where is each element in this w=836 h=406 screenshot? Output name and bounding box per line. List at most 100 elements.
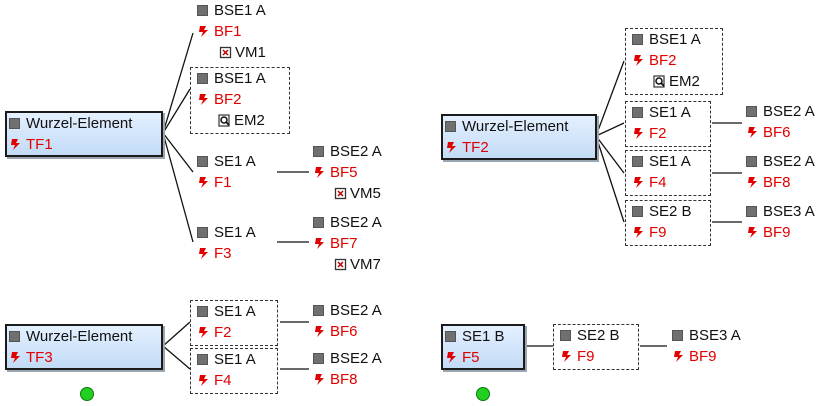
element-icon: [560, 330, 571, 341]
fault-icon: [446, 141, 459, 154]
node-se1a-f2-t2[interactable]: SE1 A F2: [625, 101, 711, 147]
node-code: BF8: [330, 371, 358, 388]
node-code: F2: [214, 324, 232, 341]
node-name: BSE2 A: [330, 214, 382, 231]
element-icon: [313, 217, 324, 228]
fault-icon: [747, 126, 760, 139]
node-name: BSE2 A: [330, 350, 382, 367]
magnifier-icon: [218, 114, 231, 127]
sub-item-vm1[interactable]: VM1: [216, 42, 266, 63]
node-bse2a-bf7[interactable]: BSE2 A BF7 VM7: [311, 212, 382, 275]
fault-icon: [198, 25, 211, 38]
element-icon: [632, 206, 643, 217]
fault-icon: [198, 247, 211, 260]
fault-icon: [633, 127, 646, 140]
element-icon: [197, 5, 208, 16]
node-name: Wurzel-Element: [462, 118, 569, 135]
node-name: BSE1 A: [214, 2, 266, 19]
node-name: BSE3 A: [763, 203, 815, 220]
element-icon: [632, 107, 643, 118]
node-code: TF2: [462, 139, 489, 156]
node-se1a-f1[interactable]: SE1 A F1: [195, 151, 256, 193]
node-se1a-f4-t2[interactable]: SE1 A F4: [625, 150, 711, 196]
fault-icon: [314, 325, 327, 338]
fault-icon: [10, 351, 23, 364]
status-indicator: [80, 387, 94, 401]
node-bse1a-bf2[interactable]: BSE1 A BF2 EM2: [190, 67, 290, 134]
node-name: SE1 A: [649, 153, 691, 170]
fault-icon: [633, 226, 646, 239]
node-code: TF1: [26, 136, 53, 153]
node-bse2a-bf6-t3[interactable]: BSE2 A BF6: [311, 300, 382, 342]
node-code: F1: [214, 174, 232, 191]
root-node-tf2[interactable]: Wurzel-Element TF2: [441, 114, 597, 160]
element-icon: [9, 118, 20, 129]
root-node-tf3[interactable]: Wurzel-Element TF3: [5, 324, 163, 370]
node-code: BF2: [214, 91, 242, 108]
fault-icon: [198, 176, 211, 189]
node-bse2a-bf8-t3[interactable]: BSE2 A BF8: [311, 348, 382, 390]
node-code: BF6: [763, 124, 791, 141]
node-code: F5: [462, 349, 480, 366]
node-bse1a-bf2-t2[interactable]: BSE1 A BF2 EM2: [625, 28, 723, 95]
node-se1a-f2-t3[interactable]: SE1 A F2: [190, 300, 278, 346]
node-code: BF9: [689, 348, 717, 365]
node-name: Wurzel-Element: [26, 115, 133, 132]
node-bse3a-bf9-t2[interactable]: BSE3 A BF9: [744, 201, 815, 243]
node-name: BSE1 A: [214, 70, 266, 87]
x-box-icon: [334, 258, 347, 271]
node-code: BF6: [330, 323, 358, 340]
fault-icon: [633, 176, 646, 189]
sub-label: EM2: [234, 112, 265, 129]
node-name: SE1 A: [214, 153, 256, 170]
element-icon: [746, 156, 757, 167]
node-code: F3: [214, 245, 232, 262]
node-bse3a-bf9-t4[interactable]: BSE3 A BF9: [670, 325, 741, 367]
node-se2b-f9-t4[interactable]: SE2 B F9: [553, 324, 639, 370]
fault-icon: [10, 138, 23, 151]
element-icon: [313, 305, 324, 316]
element-icon: [445, 121, 456, 132]
fault-icon: [633, 54, 646, 67]
node-se2b-f9-t2[interactable]: SE2 B F9: [625, 200, 711, 246]
node-name: BSE1 A: [649, 31, 701, 48]
node-bse2a-bf5[interactable]: BSE2 A BF5 VM5: [311, 141, 382, 204]
fault-icon: [446, 351, 459, 364]
node-se1a-f3[interactable]: SE1 A F3: [195, 222, 256, 264]
node-se1a-f4-t3[interactable]: SE1 A F4: [190, 348, 278, 394]
node-bse2a-bf6-t2[interactable]: BSE2 A BF6: [744, 101, 815, 143]
node-code: F9: [649, 224, 667, 241]
node-name: SE1 A: [214, 224, 256, 241]
node-bse2a-bf8-t2[interactable]: BSE2 A BF8: [744, 151, 815, 193]
node-code: BF1: [214, 23, 242, 40]
element-icon: [197, 73, 208, 84]
fault-icon: [198, 326, 211, 339]
node-code: TF3: [26, 349, 53, 366]
element-icon: [746, 206, 757, 217]
element-icon: [9, 331, 20, 342]
node-code: F9: [577, 348, 595, 365]
node-code: BF5: [330, 164, 358, 181]
fault-icon: [198, 93, 211, 106]
node-name: BSE2 A: [763, 153, 815, 170]
fault-icon: [314, 166, 327, 179]
element-icon: [632, 156, 643, 167]
node-name: BSE2 A: [330, 143, 382, 160]
node-code: BF7: [330, 235, 358, 252]
node-name: SE2 B: [649, 203, 692, 220]
node-bse1a-bf1[interactable]: BSE1 A BF1: [195, 0, 266, 42]
status-indicator: [476, 387, 490, 401]
root-node-f5[interactable]: SE1 B F5: [441, 324, 525, 370]
node-code: F4: [214, 372, 232, 389]
element-icon: [313, 146, 324, 157]
node-name: SE2 B: [577, 327, 620, 344]
node-name: SE1 A: [214, 303, 256, 320]
sub-label: VM1: [235, 44, 266, 61]
magnifier-icon: [653, 75, 666, 88]
x-box-icon: [219, 46, 232, 59]
root-node-tf1[interactable]: Wurzel-Element TF1: [5, 111, 163, 157]
element-icon: [313, 353, 324, 364]
element-icon: [197, 354, 208, 365]
node-code: BF8: [763, 174, 791, 191]
